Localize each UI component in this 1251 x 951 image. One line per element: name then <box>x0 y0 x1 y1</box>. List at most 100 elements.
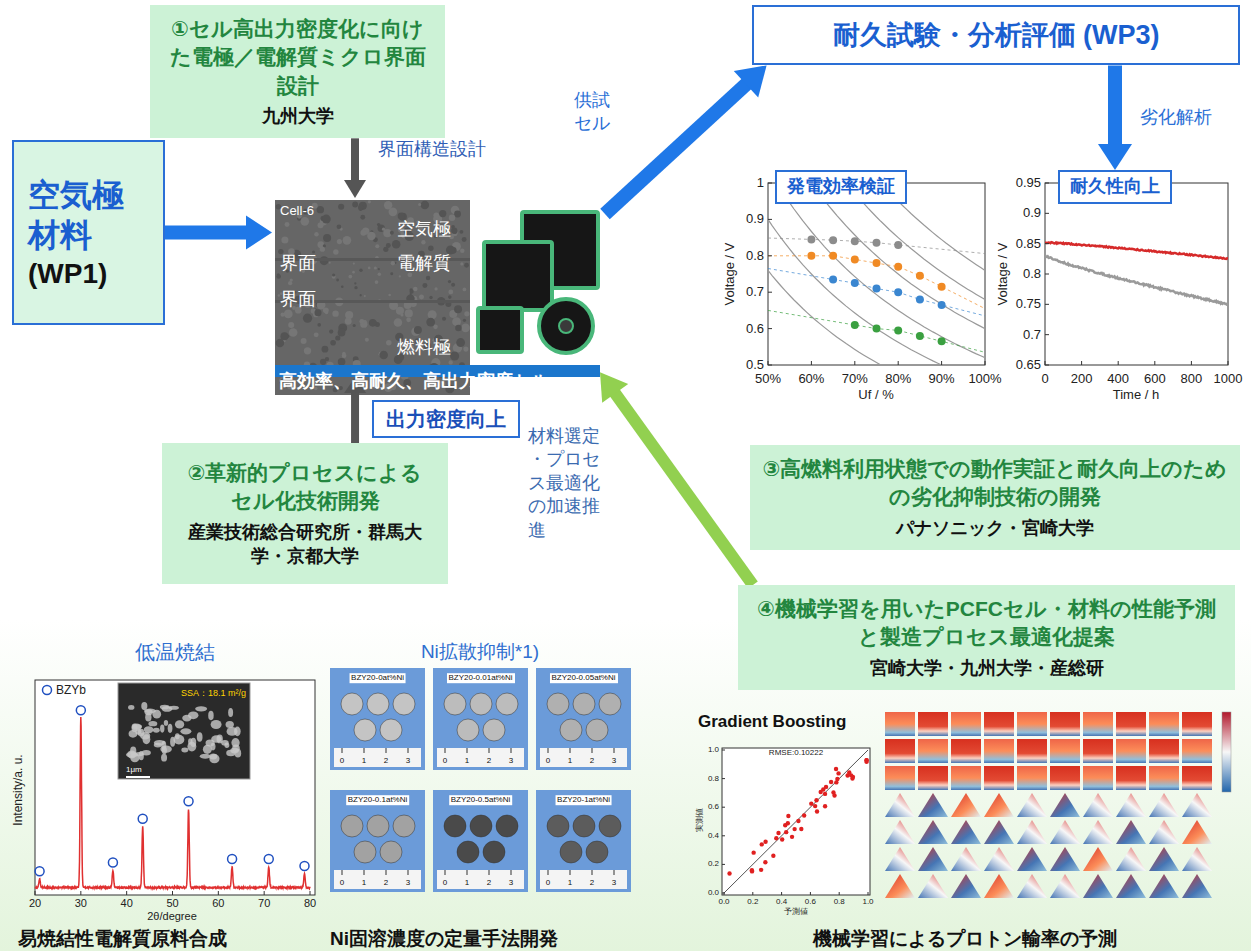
sem-grain <box>407 272 412 277</box>
axis-tick: 50 <box>166 897 178 910</box>
tick-mark <box>722 864 725 865</box>
box-text: 九州大学 <box>162 104 433 128</box>
ternary-tile <box>885 874 915 898</box>
ruler-tick <box>548 870 549 875</box>
ternary-tile <box>885 820 915 844</box>
sem-grain <box>410 290 414 294</box>
arrow-head <box>600 372 628 403</box>
sem-grain <box>329 329 333 333</box>
sem-grain <box>414 326 422 334</box>
sem-grain <box>325 311 328 314</box>
tem-particle <box>200 754 211 759</box>
heatmap-tile <box>1083 712 1113 736</box>
box-text: パナソニック・宮崎大学 <box>762 516 1228 540</box>
ruler-number: 1 <box>568 878 572 888</box>
sem-grain <box>463 319 466 322</box>
tick-mark <box>854 361 855 365</box>
axis-tick: 0.9 <box>1023 206 1041 222</box>
box-title: ④機械学習を用いたPCFCセル・材料の性能予測と製造プロセス最適化提案 <box>750 595 1223 652</box>
sem-grain <box>399 275 401 277</box>
heatmap-tile <box>1083 739 1113 763</box>
axis-tick: 600 <box>1144 371 1166 387</box>
sem-grain <box>290 278 293 281</box>
ruler-number: 2 <box>487 756 491 766</box>
sem-grain <box>386 243 391 248</box>
axis-tick: 200 <box>1071 371 1093 387</box>
connector <box>605 65 767 214</box>
edge-label: 劣化解析 <box>1140 106 1212 129</box>
peak-marker <box>264 855 273 864</box>
chart-title: Gradient Boosting <box>698 712 846 732</box>
ground-gradient <box>0 620 1251 951</box>
heatmap-tile <box>1116 766 1146 790</box>
sem-grain <box>329 262 331 264</box>
sem-grain <box>345 311 353 319</box>
box-text: 界面 <box>280 254 316 274</box>
axis-tick: 0.7 <box>746 284 764 300</box>
sem-grain <box>379 351 388 360</box>
sem-grain <box>359 269 362 272</box>
axis-title: 予測値 <box>784 907 808 917</box>
ternary-heatmaps <box>885 712 1231 898</box>
sem-grain <box>422 283 427 288</box>
legend-text: BZYb <box>56 683 86 697</box>
tem-particle <box>180 728 191 734</box>
plot-frame <box>35 680 315 895</box>
sample-label: BZY20-0.05at%Ni <box>549 673 617 683</box>
sem-grain <box>451 228 457 234</box>
ternary-tile <box>1050 874 1080 898</box>
sem-grain <box>353 324 356 327</box>
sem-grain <box>301 217 310 226</box>
photo-background <box>433 790 528 892</box>
ternary-tile <box>1116 874 1146 898</box>
sem-grain <box>288 322 294 328</box>
axis-tick: 80 <box>304 897 316 910</box>
ternary-tile <box>1017 820 1047 844</box>
data-point <box>873 259 881 267</box>
pellet <box>354 719 376 741</box>
plot-area <box>768 183 985 365</box>
tem-particle <box>181 747 188 752</box>
tick-mark <box>722 750 725 751</box>
xrd-pattern <box>35 717 310 888</box>
work-package-box: 耐久試験・分析評価 (WP3) <box>752 5 1240 65</box>
parity-plot <box>722 748 870 895</box>
sem-grain <box>450 352 459 361</box>
heatmap-tile <box>1182 766 1212 790</box>
tem-particle <box>161 754 167 762</box>
ruler-number: 3 <box>612 756 616 766</box>
heatmap-tile <box>918 766 948 790</box>
ruler-tick <box>592 870 593 875</box>
data-point <box>807 235 815 243</box>
ruler-tick <box>342 748 343 753</box>
sem-grain <box>428 310 437 319</box>
tick-mark <box>868 892 869 895</box>
ternary-tile <box>885 793 915 817</box>
task-box: ④機械学習を用いたPCFCセル・材料の性能予測と製造プロセス最適化提案宮崎大学・… <box>738 585 1235 690</box>
heatmap-tile <box>1116 712 1146 736</box>
edge-label: 材料選定・プロセス最適化の加速推進 <box>528 425 602 542</box>
heatmap-tile <box>1083 766 1113 790</box>
photo-background <box>536 668 631 770</box>
sem-grain <box>314 309 321 316</box>
sem-grain <box>341 285 344 288</box>
data-point <box>813 804 817 808</box>
axis-title: Uf / % <box>858 387 893 403</box>
ruler-tick <box>408 748 409 753</box>
sem-grain <box>354 282 356 284</box>
tem-particle <box>169 706 179 710</box>
ternary-tile <box>1083 793 1113 817</box>
heatmap-tile <box>1182 712 1212 736</box>
axis-tick: 1000 <box>1214 371 1243 387</box>
tem-particle <box>148 721 157 726</box>
data-point <box>776 831 780 835</box>
pellet <box>573 815 595 837</box>
sem-grain <box>320 247 325 252</box>
arrow-head <box>344 180 366 198</box>
data-point <box>727 871 731 875</box>
sem-grain <box>449 360 453 364</box>
ruler-tick <box>511 748 512 753</box>
box-text: (WP1) <box>28 257 107 291</box>
sem-grain <box>365 338 369 342</box>
ternary-tile <box>918 847 948 871</box>
